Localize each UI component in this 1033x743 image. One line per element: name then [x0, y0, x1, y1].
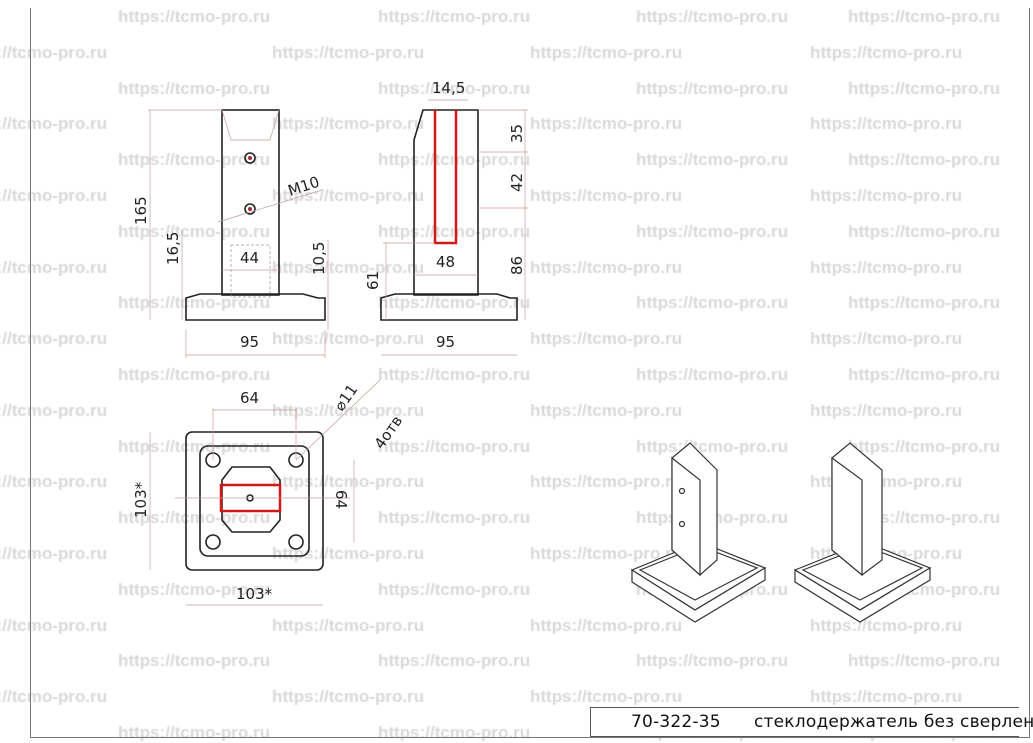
dim-base-width-front: 95: [240, 333, 259, 351]
dim-size-x: 103*: [236, 585, 273, 603]
dim-86: 86: [508, 256, 526, 275]
dim-slot: 14,5: [432, 79, 465, 97]
dim-size-y: 103*: [132, 481, 150, 518]
product-description: стеклодержатель без сверления: [754, 712, 1033, 732]
isometric-view-left: [630, 442, 767, 623]
screw-icon: [244, 152, 256, 164]
dim-base-height: 16,5: [164, 232, 182, 265]
dim-thread: M10: [286, 173, 322, 200]
screw-icon: [244, 203, 256, 215]
glass-slot: [433, 110, 458, 245]
title-block: 70-322-35 стеклодержатель без сверления: [590, 707, 1033, 737]
dim-hole-count: 4отв: [371, 412, 407, 452]
plan-view: [149, 379, 381, 606]
dim-height: 165: [132, 196, 150, 225]
dim-61: 61: [364, 271, 382, 290]
article-number: 70-322-35: [631, 712, 721, 732]
base-plate: [185, 293, 326, 321]
dim-hole-dia: ⌀11: [331, 381, 362, 414]
post-body: [221, 109, 280, 296]
dim-base-width-side: 95: [436, 333, 455, 351]
dim-35: 35: [508, 124, 526, 143]
dim-hole-spacing-y: 64: [332, 490, 350, 509]
dim-48: 48: [436, 253, 455, 271]
dim-hole-spacing-x: 64: [240, 389, 259, 407]
drawing-frame: [30, 8, 1030, 738]
dim-plate: 10,5: [310, 242, 328, 275]
side-view: [380, 99, 528, 356]
dim-42: 42: [508, 173, 526, 192]
isometric-view-right: [793, 442, 932, 623]
dim-inner-width: 44: [240, 249, 259, 267]
front-view: [148, 109, 329, 358]
